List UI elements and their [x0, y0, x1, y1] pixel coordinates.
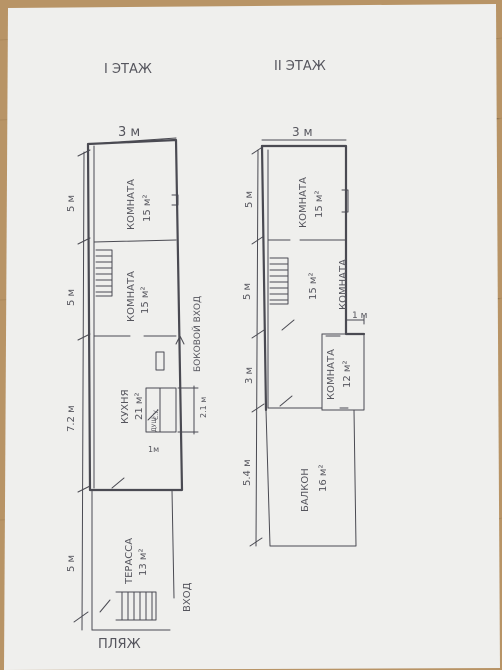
floor-2-room-1-name: КОМНАТА [298, 177, 309, 228]
floor-1-plan [73, 137, 199, 631]
side-entrance-label: БОКОВОЙ ВХОД [191, 296, 203, 372]
floor-2-title: II ЭТАЖ [274, 59, 326, 74]
floor-1-dim-4: 5 м [66, 555, 77, 572]
floor-1-room-3-area: 21 м² [134, 393, 145, 420]
floor-2-dim-3: 3 м [244, 367, 255, 384]
dim-2-1: 2.1 м [199, 397, 208, 418]
shower-label: ДУШ [151, 417, 158, 432]
floor-2-room-2-area: 15 м² [308, 273, 319, 300]
floor-1-room-1-area: 15 м² [142, 195, 153, 222]
step-dim: 1м [148, 445, 159, 454]
floor-2-room-1-area: 15 м² [314, 191, 325, 218]
floor-2-dim-4: 5.4 м [242, 459, 253, 486]
floor-2-width: 3 м [292, 125, 313, 139]
beach-label: ПЛЯЖ [98, 637, 141, 652]
floor-2-offset: 1 м [352, 311, 367, 321]
paper-sheet [4, 4, 500, 670]
floor-2-room-3-area: 12 м² [342, 361, 353, 388]
floor-1-room-4-name: ТЕРАССА [124, 538, 135, 585]
floor-1-title: I ЭТАЖ [104, 62, 152, 77]
floor-1-room-3-name: КУХНЯ [120, 389, 131, 424]
floor-1-room-1-name: КОМНАТА [126, 179, 137, 230]
floor-2-room-3-name: КОМНАТА [326, 349, 337, 400]
entrance-label: ВХОД [182, 582, 193, 612]
floor-2-room-4-area: 16 м² [318, 465, 329, 492]
wc-label: С.У. [153, 408, 160, 420]
floor-2-plan [249, 139, 366, 547]
floor-2-dim-2: 5 м [242, 283, 253, 300]
floor-1-room-2-area: 15 м² [140, 287, 151, 314]
floor-2-room-2-name: КОМНАТА [338, 259, 349, 310]
floor-1-width: 3 м [118, 125, 140, 140]
floor-1-room-4-area: 13 м² [138, 549, 149, 576]
floor-1-dim-3: 7.2 м [66, 405, 77, 432]
floor-1-dim-2: 5 м [66, 289, 77, 306]
floor-1-dim-1: 5 м [66, 195, 77, 212]
floor-1-room-2-name: КОМНАТА [126, 271, 137, 322]
floor-2-dim-1: 5 м [244, 191, 255, 208]
floor-2-room-4-name: БАЛКОН [300, 468, 311, 512]
